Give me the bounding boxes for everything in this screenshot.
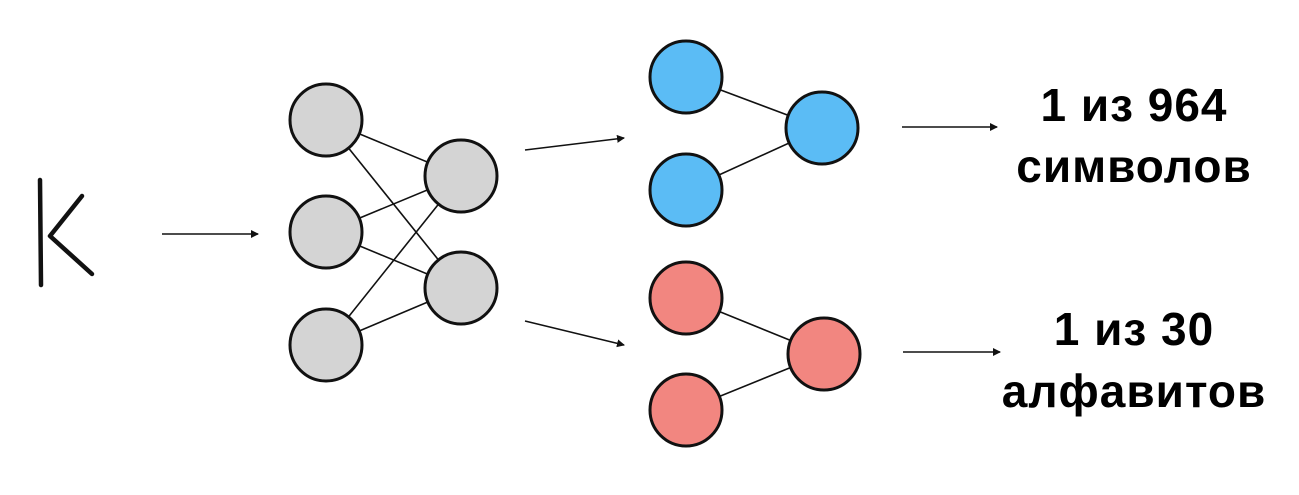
symbol-head-node bbox=[648, 39, 724, 115]
symbol-output-label-line1: 1 из 964 bbox=[1040, 79, 1228, 131]
alphabet-head bbox=[648, 260, 862, 448]
input-layer-node bbox=[288, 194, 364, 270]
alphabet-output-label-line1: 1 из 30 bbox=[1053, 303, 1215, 355]
hidden-layer-node bbox=[423, 138, 499, 214]
symbol-head bbox=[648, 39, 860, 228]
input-layer-node bbox=[288, 82, 364, 158]
symbol-output-node bbox=[784, 90, 860, 166]
alphabet-head-node bbox=[648, 260, 724, 336]
hidden-layer-node bbox=[423, 250, 499, 326]
alphabet-head-node bbox=[648, 372, 724, 448]
input-character-glyph bbox=[37, 177, 95, 288]
arrow-network-to-alphabet-head bbox=[524, 320, 625, 348]
input-layer-node bbox=[288, 307, 364, 383]
arrow-network-to-symbol-head bbox=[524, 134, 625, 151]
shared-network-nodes bbox=[288, 82, 499, 383]
alphabet-output-label-line2: алфавитов bbox=[1001, 365, 1267, 417]
alphabet-output-node bbox=[786, 316, 862, 392]
symbol-head-node bbox=[648, 152, 724, 228]
symbol-output-label-line2: символов bbox=[1016, 140, 1252, 192]
